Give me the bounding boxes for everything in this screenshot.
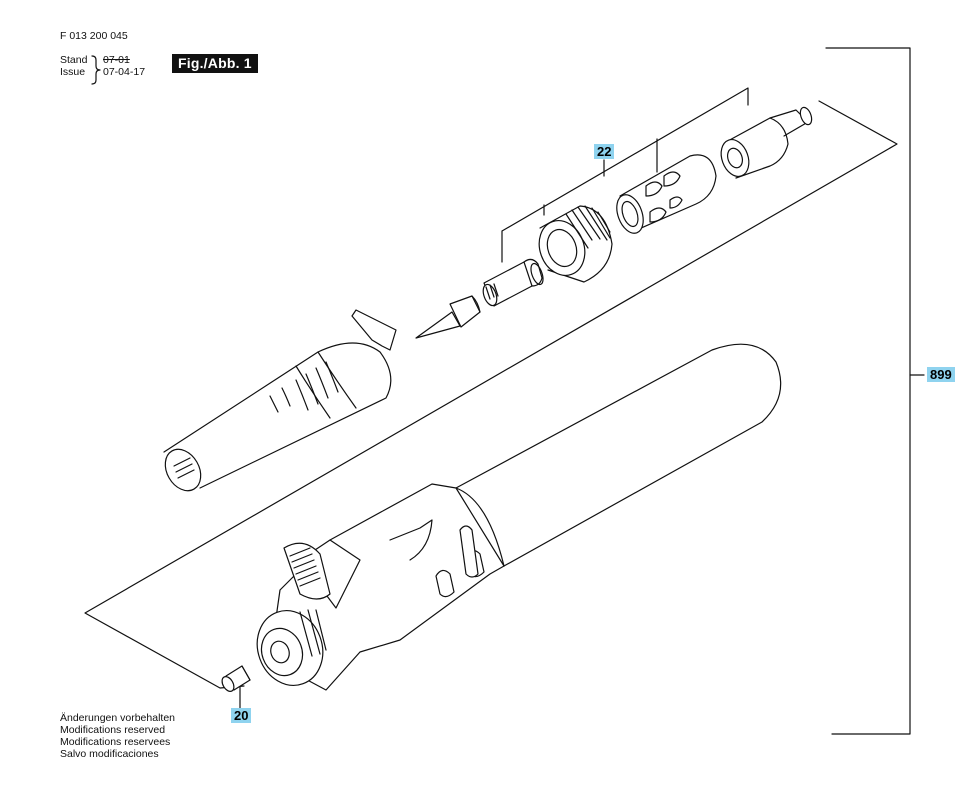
modification-notes: Änderungen vorbehalten Modifications res… (60, 712, 175, 760)
threaded-nipple (482, 258, 544, 307)
issue-label: Issue (60, 66, 86, 78)
brace-icon (91, 55, 101, 85)
old-date: 07-01 (103, 54, 130, 66)
note-de: Änderungen vorbehalten (60, 712, 176, 724)
part-number: F 013 200 045 (60, 30, 128, 42)
leader-22-tree (501, 87, 749, 263)
knurled-nut (538, 205, 613, 283)
stand-label: Stand (60, 54, 88, 66)
burner-tube (616, 154, 717, 234)
callout-22: 22 (594, 144, 615, 159)
note-en: Modifications reserved (60, 724, 166, 736)
screw-part-20 (221, 665, 251, 692)
note-es: Salvo modificaciones (60, 748, 159, 760)
bracket-899 (825, 47, 911, 735)
issue-date: 07-04-17 (103, 66, 146, 78)
callout-20: 20 (231, 708, 252, 723)
protective-cap (163, 309, 397, 492)
callout-899: 899 (927, 367, 955, 382)
figure-label: Fig./Abb. 1 (172, 54, 258, 73)
handle-body (256, 343, 782, 691)
valve-body (720, 106, 813, 179)
note-fr: Modifications reservees (60, 736, 171, 748)
solder-tip (415, 295, 481, 339)
